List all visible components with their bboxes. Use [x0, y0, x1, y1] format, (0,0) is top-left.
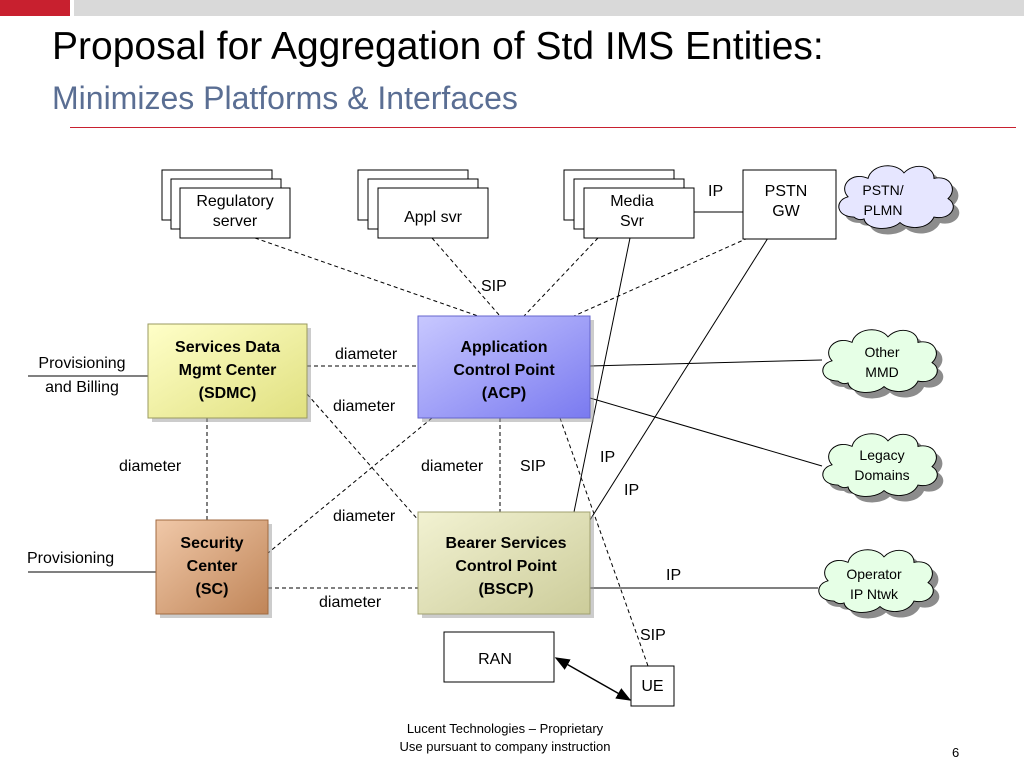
- other-mmd-label-line2: MMD: [865, 364, 899, 380]
- ran-box: [443, 631, 555, 683]
- provisioning-billing-line2: and Billing: [45, 379, 119, 396]
- top-grey-bar: [74, 0, 1024, 16]
- pstn-plmn-label: PSTN/ PLMN: [840, 180, 926, 220]
- diameter-label-sdmc-bscp: diameter: [333, 398, 396, 415]
- link-media-bscp: [573, 237, 631, 513]
- sdmc-box: [147, 323, 308, 419]
- sdmc-label-line1: Services Data: [175, 339, 280, 356]
- link-pstngw-acp: [573, 237, 749, 317]
- sc-box: [155, 519, 269, 615]
- regulatory-server-label: Regulatory server: [180, 192, 290, 232]
- diameter-label-sc-bscp: diameter: [319, 594, 382, 611]
- slide-title: Proposal for Aggregation of Std IMS Enti…: [52, 25, 824, 68]
- acp-label-line1: Application: [460, 339, 548, 356]
- ue-label: UE: [641, 678, 664, 695]
- acp-box: [417, 315, 591, 419]
- link-acp-legacy: [589, 397, 823, 467]
- sc-label: Security Center (SC): [156, 532, 268, 601]
- bscp-box: [417, 511, 591, 615]
- diameter-label-sc-acp: diameter: [333, 508, 396, 525]
- sip-label-servers: SIP: [481, 278, 507, 295]
- footer-line1: Lucent Technologies – Proprietary: [406, 721, 604, 736]
- bscp-label-line3: (BSCP): [478, 581, 534, 598]
- bscp-label: Bearer Services Control Point (BSCP): [418, 532, 594, 601]
- pstn-gw-label-line1: PSTN: [764, 183, 808, 200]
- ue-box: [630, 665, 675, 707]
- ran-label: RAN: [478, 651, 512, 668]
- regulatory-server-stack: [161, 169, 291, 239]
- link-pstngw-bscp: [589, 237, 769, 521]
- other-mmd-label: Other MMD: [836, 342, 928, 382]
- pstn-plmn-label-line1: PSTN/: [862, 182, 904, 198]
- sdmc-label-line3: (SDMC): [198, 385, 257, 402]
- operator-label-line2: IP Ntwk: [850, 586, 898, 602]
- link-sc-acp: [267, 417, 433, 554]
- media-svr-label: Media Svr: [584, 192, 680, 232]
- media-label-line1: Media: [610, 193, 654, 210]
- ip-label-pstngw-bscp: IP: [600, 449, 616, 466]
- link-acp-othermmd: [589, 359, 823, 367]
- regulatory-label-line1: Regulatory: [196, 193, 274, 210]
- page-number: 6: [952, 745, 960, 760]
- operator-ip-label: Operator IP Ntwk: [828, 564, 920, 604]
- diameter-label-sdmc-acp: diameter: [335, 346, 398, 363]
- provisioning-label: Provisioning: [27, 550, 115, 567]
- operator-label-line1: Operator: [846, 566, 902, 582]
- ip-label-media-bscp: IP: [624, 482, 640, 499]
- provisioning-billing-line1: Provisioning: [38, 355, 126, 372]
- sc-label-line1: Security: [180, 535, 244, 552]
- link-regulatory-acp: [254, 237, 479, 317]
- pstn-plmn-label-line2: PLMN: [863, 202, 903, 218]
- link-ran-ue: [554, 657, 632, 701]
- bscp-label-line1: Bearer Services: [445, 535, 567, 552]
- ip-label-operator: IP: [666, 567, 682, 584]
- provisioning-billing-label: Provisioning and Billing: [22, 352, 142, 400]
- bscp-label-line2: Control Point: [455, 558, 557, 575]
- sc-label-line3: (SC): [195, 581, 229, 598]
- media-server-box: [583, 187, 695, 239]
- title-divider: [70, 127, 1016, 128]
- other-mmd-label-line1: Other: [864, 344, 900, 360]
- link-acp-ue: [559, 417, 649, 667]
- acp-label: Application Control Point (ACP): [418, 336, 590, 405]
- footer-notice: Lucent Technologies – Proprietary Use pu…: [360, 720, 650, 756]
- top-accent-bar: [0, 0, 70, 16]
- sip-label-acp-bscp: SIP: [520, 458, 546, 475]
- pstn-gw-label-line2: GW: [772, 203, 800, 220]
- bearer-links: [28, 211, 823, 701]
- regulatory-server-box: [179, 187, 291, 239]
- legacy-label-line2: Domains: [854, 467, 910, 483]
- legacy-label-line1: Legacy: [859, 447, 905, 463]
- acp-label-line2: Control Point: [453, 362, 555, 379]
- media-server-stack: [563, 169, 695, 239]
- appl-server-stack: [357, 169, 489, 239]
- link-sdmc-bscp: [306, 393, 421, 523]
- appl-svr-label: Appl svr: [404, 209, 462, 226]
- pstn-gw-box: [742, 169, 837, 240]
- sdmc-label: Services Data Mgmt Center (SDMC): [148, 336, 307, 405]
- appl-server-box: [377, 187, 489, 239]
- pstn-gw-label: PSTN GW: [743, 182, 829, 222]
- sdmc-label-line2: Mgmt Center: [178, 362, 277, 379]
- signaling-links: [206, 237, 749, 667]
- ip-label-media-pstn: IP: [708, 183, 724, 200]
- diameter-label-acp-bscp: diameter: [421, 458, 484, 475]
- acp-label-line3: (ACP): [481, 385, 527, 402]
- link-appl-acp: [431, 237, 501, 317]
- footer-line2: Use pursuant to company instruction: [399, 739, 611, 754]
- sip-label-ue: SIP: [640, 627, 666, 644]
- legacy-domains-label: Legacy Domains: [836, 445, 928, 485]
- diameter-label-sdmc-sc: diameter: [119, 458, 182, 475]
- sc-label-line2: Center: [186, 558, 238, 575]
- link-media-acp: [523, 237, 599, 317]
- slide-subtitle: Minimizes Platforms & Interfaces: [52, 80, 518, 116]
- regulatory-label-line2: server: [212, 213, 258, 230]
- media-label-line2: Svr: [620, 213, 644, 230]
